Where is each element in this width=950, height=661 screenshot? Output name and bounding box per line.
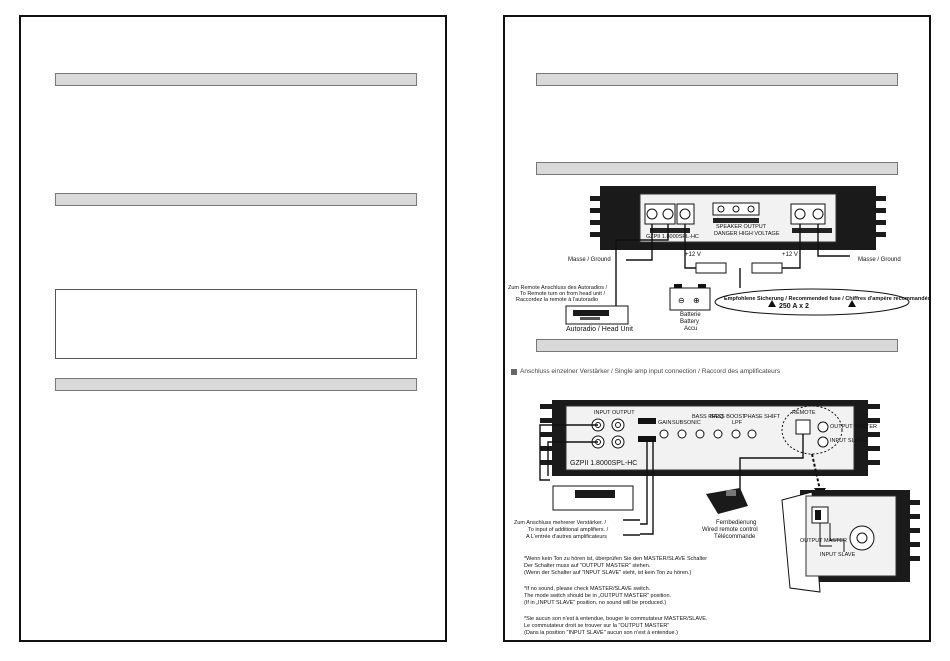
note-fr-3: (Dans la position "INPUT SLAVE" aucun so…: [524, 630, 678, 636]
section-bar-r1: [536, 73, 898, 86]
control-label-phase-shift: PHASE SHIFT: [744, 414, 781, 420]
remote-control-1: Fernbedienung: [716, 520, 757, 526]
note-fr-2: Le commutateur droit se trouver sur la "…: [524, 623, 670, 629]
note-de-1: *Wenn kein Ton zu hören ist, überprüfen …: [524, 556, 708, 562]
fuse-title: Empfohlene Sicherung / Recommended fuse …: [724, 296, 931, 302]
multi-amp-note-3: A L'entrée d'autres amplificateurs: [526, 534, 607, 540]
note-fr-1: *Sie aucun son n'est à entendue, bouger …: [524, 616, 708, 622]
remote-label: REMOTE: [792, 410, 816, 416]
ground-left-label: Masse / Ground: [568, 257, 611, 263]
amp-model-bottom: GZPII 1.8000SPL-HC: [570, 460, 638, 467]
fuse-value: 250 A x 2: [779, 303, 809, 310]
zoom-output-master: OUTPUT MASTER: [800, 538, 847, 544]
control-label-bass-boost: BASS BOOST: [710, 414, 746, 420]
control-label-gain: GAIN: [658, 420, 672, 426]
input-label: INPUT: [594, 410, 611, 416]
remote-note-2: To Remote turn on from head unit /: [520, 291, 605, 297]
battery-label-2: Battery: [680, 319, 700, 325]
control-label-bass-freq: BASS FREQ: [692, 414, 724, 420]
note-en-1: *If no sound, please check MASTER/SLAVE …: [524, 586, 651, 592]
section-bar-3: [55, 378, 417, 391]
section-bar-r2: [536, 162, 898, 175]
note-de-2: Der Schalter muss auf "OUTPUT MASTER" st…: [524, 563, 651, 569]
multi-amp-note-1: Zum Anschluss mehrerer Verstärker. /: [514, 520, 607, 526]
single-amp-heading: Anschluss einzelner Verstärker / Single …: [520, 368, 781, 375]
output-label: OUTPUT: [612, 410, 635, 416]
left-page: [19, 15, 447, 642]
plus12-right-label: +12 V: [782, 252, 798, 258]
amp-model-top: GZPII 1.8000SPL-HC: [646, 234, 699, 240]
control-label-lpf: LPF: [732, 420, 743, 426]
warning-label: DANGER HIGH VOLTAGE: [714, 231, 780, 237]
multi-amp-note-2: To input of additional amplifiers. /: [528, 527, 609, 533]
battery-label-3: Accu: [684, 326, 698, 332]
right-page: [503, 15, 931, 642]
plus12-left-label: +12 V: [685, 252, 701, 258]
remote-control-2: Wired remote control: [702, 527, 758, 533]
section-bar-1: [55, 73, 417, 86]
zoom-input-slave: INPUT SLAVE: [820, 552, 856, 558]
section-bar-2: [55, 193, 417, 206]
remote-note-1: Zum Remote Anschluss des Autoradios /: [508, 285, 608, 291]
note-en-3: (If in „INPUT SLAVE" position, no sound …: [524, 600, 667, 606]
section-bar-r3: [536, 339, 898, 352]
input-slave-label: INPUT SLAVE: [830, 438, 866, 444]
remote-control-3: Télécommande: [714, 534, 756, 540]
empty-frame: [55, 289, 417, 359]
control-label-subsonic: SUBSONIC: [672, 420, 701, 426]
battery-label-1: Batterie: [680, 312, 701, 318]
ground-right-label: Masse / Ground: [858, 257, 901, 263]
note-de-3: (Wenn der Schalter auf "INPUT SLAVE" ste…: [524, 570, 692, 576]
remote-note-3: Raccordez la remote à l'autoradio: [516, 297, 599, 303]
speaker-output-label: SPEAKER OUTPUT: [716, 224, 767, 230]
head-unit-label: Autoradio / Head Unit: [566, 326, 633, 333]
note-en-2: The mode switch should be in „OUTPUT MAS…: [524, 593, 672, 599]
output-master-label: OUTPUT MASTER: [830, 424, 877, 430]
